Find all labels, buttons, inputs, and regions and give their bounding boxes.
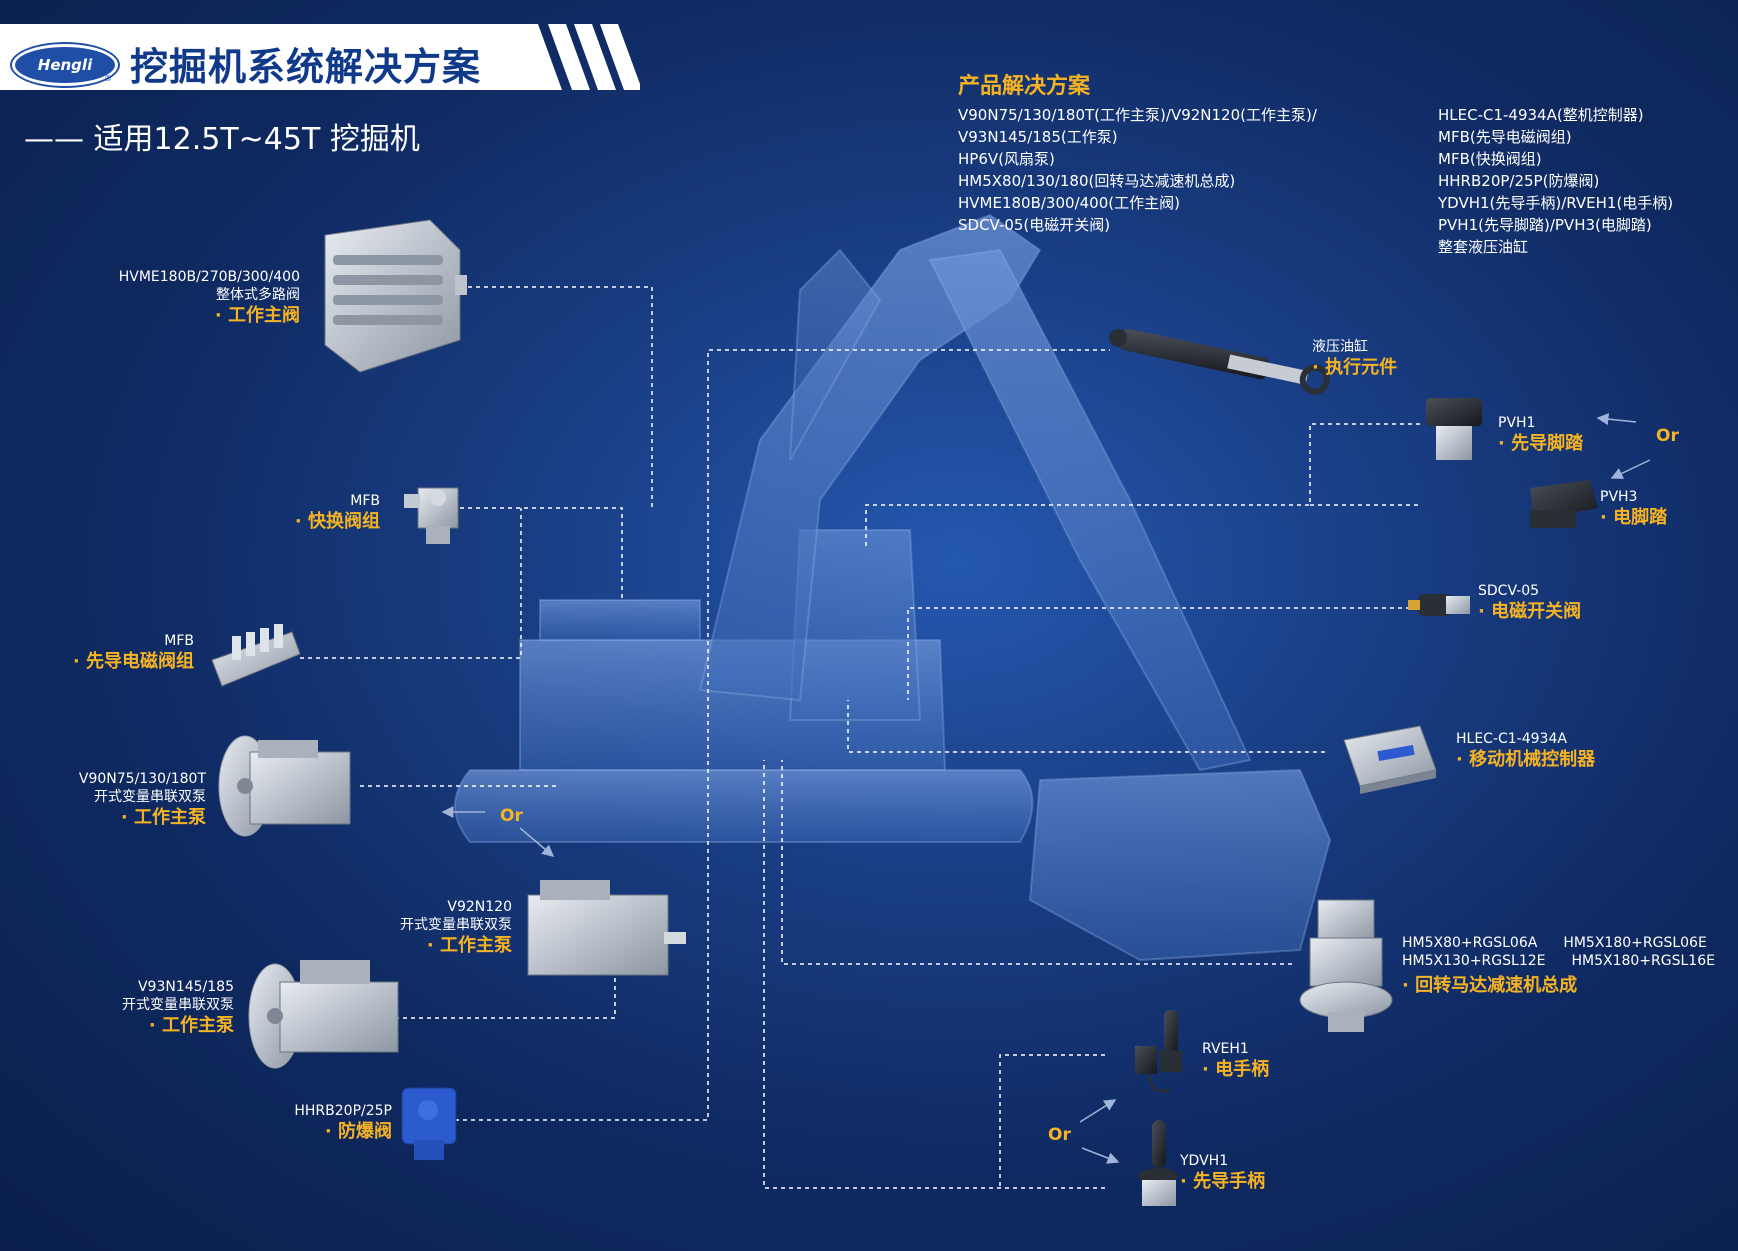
or-label-pedals: Or — [1656, 426, 1679, 446]
or-arrows — [441, 413, 1651, 1164]
label-v90: V90N75/130/180T 开式变量串联双泵 · 工作主泵 — [79, 770, 206, 830]
rveh1-model: RVEH1 — [1202, 1041, 1249, 1057]
v90-pump-image — [218, 735, 351, 837]
swing-motor-image — [1299, 899, 1393, 1032]
hhrb-category: · 防爆阀 — [324, 1121, 392, 1142]
v93-desc: 开式变量串联双泵 — [122, 997, 234, 1013]
electric-handle-image — [1135, 1010, 1182, 1093]
excavator-silhouette — [454, 213, 1332, 962]
v92-desc: 开式变量串联双泵 — [400, 917, 512, 933]
solution-item: HHRB20P/25P(防爆阀) — [1438, 172, 1600, 190]
cylinder-category: · 执行元件 — [1312, 357, 1398, 378]
solutions-list-right: HLEC-C1-4934A(整机控制器) MFB(先导电磁阀组) MFB(快换阀… — [1438, 104, 1673, 258]
label-hvme: HVME180B/270B/300/400 整体式多路阀 · 工作主阀 — [119, 268, 300, 328]
solution-item: PVH1(先导脚踏)/PVH3(电脚踏) — [1438, 216, 1652, 234]
hengli-logo: Hengli — [12, 44, 118, 86]
mfb-quick-category: · 快换阀组 — [294, 511, 380, 532]
solution-item: HM5X80/130/180(回转马达减速机总成) — [958, 172, 1236, 190]
rveh1-category: · 电手柄 — [1202, 1059, 1270, 1080]
solution-item: 整套液压油缸 — [1438, 238, 1529, 256]
pilot-pedal-image — [1426, 398, 1482, 460]
hm5x-model: HM5X130+RGSL12E — [1402, 953, 1546, 969]
label-mfb-pilot: MFB · 先导电磁阀组 — [73, 632, 194, 674]
hvme-category: · 工作主阀 — [214, 305, 300, 326]
pvh1-model: PVH1 — [1498, 415, 1536, 431]
hhrb-model: HHRB20P/25P — [294, 1103, 392, 1119]
hydraulic-cylinder-image — [1109, 328, 1330, 395]
hlec-model: HLEC-C1-4934A — [1456, 731, 1567, 747]
v93-model: V93N145/185 — [137, 979, 234, 995]
label-mfb-quick: MFB · 快换阀组 — [295, 492, 380, 534]
pvh3-category: · 电脚踏 — [1600, 507, 1668, 528]
hvme-model: HVME180B/270B/300/400 — [118, 269, 300, 285]
v93-category: · 工作主泵 — [148, 1015, 234, 1036]
solution-item: V93N145/185(工作泵) — [958, 128, 1118, 146]
v93-pump-image — [248, 960, 399, 1069]
controller-image — [1343, 725, 1437, 794]
mfb-quick-model: MFB — [350, 493, 380, 509]
cylinder-model: 液压油缸 — [1312, 339, 1368, 355]
page-subtitle: —— 适用12.5T~45T 挖掘机 — [24, 122, 420, 157]
solution-item: SDCV-05(电磁开关阀) — [958, 216, 1111, 234]
pilot-handle-image — [1138, 1120, 1178, 1206]
solutions-title: 产品解决方案 — [958, 74, 1091, 99]
solenoid-switch-valve-image — [1408, 594, 1470, 616]
brand-name: Hengli — [37, 56, 93, 74]
v92-category: · 工作主泵 — [426, 935, 512, 956]
solution-item: V90N75/130/180T(工作主泵)/V92N120(工作主泵)/ — [958, 106, 1317, 124]
hm5x-models-row-2: HM5X130+RGSL12E HM5X180+RGSL16E — [1402, 952, 1715, 970]
solution-item: HLEC-C1-4934A(整机控制器) — [1438, 106, 1644, 124]
hm5x-model: HM5X180+RGSL16E — [1571, 953, 1715, 969]
sdcv-model: SDCV-05 — [1478, 583, 1540, 599]
solution-item: HP6V(风扇泵) — [958, 150, 1055, 168]
sdcv-category: · 电磁开关阀 — [1478, 601, 1582, 622]
v90-category: · 工作主泵 — [120, 807, 206, 828]
label-v93: V93N145/185 开式变量串联双泵 · 工作主泵 — [122, 978, 234, 1038]
pvh1-category: · 先导脚踏 — [1498, 433, 1584, 454]
label-ydvh1: YDVH1 · 先导手柄 — [1180, 1152, 1265, 1194]
title-banner — [0, 24, 640, 90]
label-rveh1: RVEH1 · 电手柄 — [1202, 1040, 1269, 1082]
v92-model: V92N120 — [447, 899, 512, 915]
multiway-valve-image — [324, 219, 467, 373]
solution-item: YDVH1(先导手柄)/RVEH1(电手柄) — [1438, 194, 1674, 212]
mfb-pilot-category: · 先导电磁阀组 — [72, 651, 194, 672]
hm5x-category: · 回转马达减速机总成 — [1402, 975, 1578, 996]
registered-mark: ® — [104, 74, 112, 83]
label-cylinder: 液压油缸 · 执行元件 — [1312, 338, 1397, 380]
label-hhrb: HHRB20P/25P · 防爆阀 — [294, 1102, 392, 1144]
label-hlec: HLEC-C1-4934A · 移动机械控制器 — [1456, 730, 1595, 772]
label-pvh1: PVH1 · 先导脚踏 — [1498, 414, 1583, 456]
v90-model: V90N75/130/180T — [78, 771, 206, 787]
ydvh1-category: · 先导手柄 — [1180, 1171, 1266, 1192]
pvh3-model: PVH3 — [1600, 489, 1638, 505]
hm5x-models-row-1: HM5X80+RGSL06A HM5X180+RGSL06E — [1402, 934, 1715, 952]
page-title: 挖掘机系统解决方案 — [130, 45, 482, 89]
or-label-pumps: Or — [500, 806, 523, 826]
leader-lines — [300, 286, 1420, 1189]
hvme-desc: 整体式多路阀 — [216, 287, 300, 303]
or-label-handles: Or — [1048, 1125, 1071, 1145]
hlec-category: · 移动机械控制器 — [1456, 749, 1596, 770]
v90-desc: 开式变量串联双泵 — [94, 789, 206, 805]
label-sdcv: SDCV-05 · 电磁开关阀 — [1478, 582, 1581, 624]
solution-item: HVME180B/300/400(工作主阀) — [958, 194, 1180, 212]
label-hm5x: HM5X80+RGSL06A HM5X180+RGSL06E HM5X130+RG… — [1402, 934, 1715, 998]
hm5x-model: HM5X80+RGSL06A — [1402, 935, 1538, 951]
solutions-list-left: V90N75/130/180T(工作主泵)/V92N120(工作主泵)/ V93… — [958, 104, 1317, 236]
label-pvh3: PVH3 · 电脚踏 — [1600, 488, 1667, 530]
solution-item: MFB(先导电磁阀组) — [1438, 128, 1572, 146]
v92-pump-image — [527, 880, 686, 976]
explosion-proof-valve-image — [401, 1087, 457, 1160]
electric-pedal-image — [1530, 480, 1598, 528]
hm5x-model: HM5X180+RGSL06E — [1563, 935, 1707, 951]
mfb-pilot-model: MFB — [164, 633, 194, 649]
ydvh1-model: YDVH1 — [1180, 1153, 1229, 1169]
label-v92: V92N120 开式变量串联双泵 · 工作主泵 — [400, 898, 512, 958]
pilot-solenoid-valve-image — [211, 624, 301, 687]
solution-item: MFB(快换阀组) — [1438, 150, 1542, 168]
quick-change-valve-image — [404, 487, 459, 544]
